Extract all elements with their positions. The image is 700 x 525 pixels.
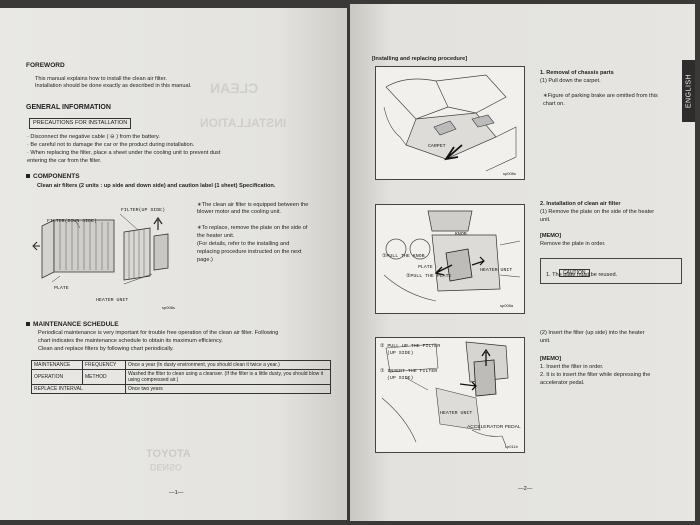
components-note: replacing procedure instructed on the ne…	[197, 249, 302, 255]
heater-unit-label: HEATER UNIT	[96, 298, 129, 303]
caution-label-wrap: CAUTION	[559, 261, 590, 279]
general-info-title: GENERAL INFORMATION	[26, 104, 111, 111]
figure-code: sp008a	[500, 303, 514, 308]
bleed-through-logo: TOYOTA	[146, 448, 191, 460]
precaution-line: · Disconnect the negative cable ( ⊖ ) fr…	[27, 134, 160, 140]
plate-label: PLATE	[418, 265, 433, 270]
page-number: —1—	[169, 490, 184, 496]
components-note: blower motor and the cooling unit.	[197, 209, 281, 215]
figure-code: sp011b	[505, 444, 518, 449]
components-subtitle: Clean air filters (2 units : up side and…	[37, 183, 276, 189]
caution-label: CAUTION	[559, 269, 590, 277]
maintenance-text: Periodical maintenance is very important…	[38, 330, 279, 336]
components-note: (For details, refer to the installing an…	[197, 241, 290, 247]
filter-down-label: FILTER(DOWN SIDE)	[47, 219, 97, 224]
memo1-text: Remove the plate in order.	[540, 241, 606, 247]
memo2-line: 1. Insert the filter in order.	[540, 364, 604, 370]
table-cell: Once a year (In dusty environment, you s…	[125, 360, 331, 370]
plate-removal-figure	[375, 204, 525, 314]
filter-insert-diagram	[381, 341, 509, 447]
table-row: MAINTENANCE FREQUENCY Once a year (In du…	[31, 360, 331, 370]
square-bullet-icon	[26, 322, 30, 327]
bleed-through-text: CLEAN	[210, 80, 259, 96]
carpet-diagram	[383, 74, 517, 172]
precaution-line: · When replacing the filter, place a she…	[27, 150, 221, 156]
bleed-through-logo: DENSO	[150, 462, 183, 472]
figure-code: sp008s	[503, 171, 516, 176]
filter-up-label: FILTER(UP SIDE)	[121, 208, 166, 213]
left-page: CLEAN INSTALLATION FOREWORD This manual …	[0, 8, 347, 520]
table-row: REPLACE INTERVAL Once two years	[31, 384, 331, 394]
caution-text: 1. The plate must be reused.	[546, 272, 618, 278]
up-side-label: (UP SIDE)	[387, 376, 414, 381]
knob-label: KNOB	[455, 232, 467, 237]
step2-text: unit.	[540, 217, 551, 223]
caution-box: CAUTION 1. The plate must be reused.	[540, 258, 682, 284]
memo1-title: [MEMO]	[540, 233, 562, 239]
step2-title: 2. Installation of clean air filter	[540, 201, 621, 207]
step2-2-text: (2) Insert the filter (up side) into the…	[540, 330, 645, 336]
table-cell: OPERATION	[31, 369, 83, 385]
carpet-figure	[375, 66, 525, 180]
accelerator-label: ACCELERATOR PEDAL	[467, 425, 521, 430]
square-bullet-icon	[26, 174, 30, 179]
page-number: —2—	[518, 486, 533, 492]
table-cell: Once two years	[125, 384, 331, 394]
components-note: ∗The clean air filter is equipped betwee…	[197, 202, 309, 208]
carpet-label: CARPET	[428, 144, 446, 149]
memo2-title: [MEMO]	[540, 356, 562, 362]
insert-label: ① INSERT THE FILTER	[380, 369, 438, 374]
right-page: ENGLISH [Installing and replacing proced…	[350, 4, 695, 521]
step1-title: 1. Removal of chassis parts	[540, 70, 614, 76]
figure-code: sp008s	[162, 305, 175, 310]
table-cell: FREQUENCY	[82, 360, 126, 370]
step1-note: chart on.	[543, 101, 565, 107]
procedure-title: [Installing and replacing procedure]	[372, 56, 468, 62]
precaution-line: entering the car from the filter.	[27, 158, 102, 164]
maintenance-title: MAINTENANCE SCHEDULE	[26, 321, 119, 328]
language-tab: ENGLISH	[682, 60, 695, 122]
precaution-line: · Be careful not to damage the car or th…	[27, 142, 195, 148]
heater-unit-label: HEATER UNIT	[440, 411, 473, 416]
table-cell: METHOD	[82, 369, 126, 385]
pull-up-label: ② PULL UP THE FILTER	[380, 344, 441, 349]
plate-removal-diagram	[383, 210, 521, 302]
step1-note: ∗Figure of parking brake are omitted fro…	[543, 93, 658, 99]
maintenance-table: MAINTENANCE FREQUENCY Once a year (In du…	[31, 360, 331, 394]
table-row: OPERATION METHOD Washed the filter to cl…	[31, 369, 331, 385]
maintenance-title-text: MAINTENANCE SCHEDULE	[33, 321, 119, 328]
components-note: the heater unit.	[197, 233, 235, 239]
plate-label: PLATE	[54, 286, 69, 291]
foreword-title: FOREWORD	[26, 62, 65, 69]
up-side-label: (UP SIDE)	[387, 351, 414, 356]
memo2-line: accelerator pedal.	[540, 380, 585, 386]
components-title: COMPONENTS	[26, 173, 80, 180]
table-cell: MAINTENANCE	[31, 360, 83, 370]
step2-2-text: unit.	[540, 338, 551, 344]
maintenance-text: chart indicates the maintenance schedule…	[38, 338, 223, 344]
components-title-text: COMPONENTS	[33, 173, 80, 180]
table-cell: REPLACE INTERVAL	[31, 384, 126, 394]
bleed-through-text: INSTALLATION	[200, 116, 287, 130]
filter-components-figure	[32, 196, 184, 300]
heater-unit-label: HEATER UNIT	[480, 268, 513, 273]
precautions-title: PRECAUTIONS FOR INSTALLATION	[29, 118, 132, 129]
memo2-line: 2. It is to insert the filter while depr…	[540, 372, 651, 378]
language-tab-label: ENGLISH	[685, 73, 692, 109]
step1-text: (1) Pull down the carpet.	[540, 78, 601, 84]
components-note: ∗To replace, remove the plate on the sid…	[197, 225, 308, 231]
step2-text: (1) Remove the plate on the side of the …	[540, 209, 655, 215]
table-cell: Washed the filter to clean using a clean…	[125, 369, 331, 385]
pull-knob-label: ①PULL THE KNOB	[382, 254, 425, 259]
maintenance-text: Clean and replace filters by following c…	[38, 346, 174, 352]
components-note: page.)	[197, 257, 213, 263]
filter-insert-figure	[375, 337, 525, 453]
pull-plate-label: ②PULL THE PLATE	[406, 274, 452, 279]
foreword-line: This manual explains how to install the …	[35, 76, 167, 82]
filter-diagram	[32, 213, 169, 285]
foreword-line: Installation should be done exactly as d…	[35, 83, 192, 89]
